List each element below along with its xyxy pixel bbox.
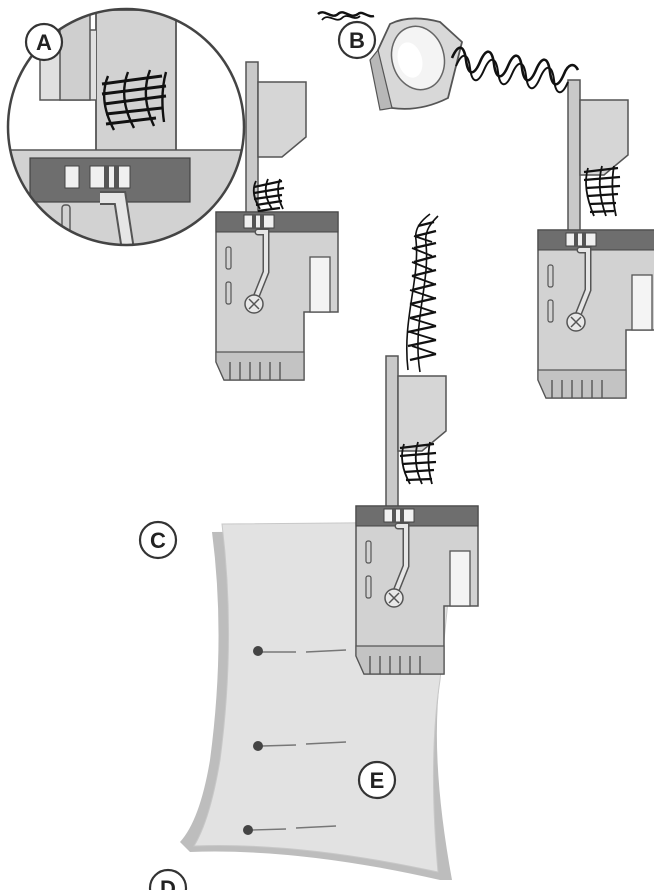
svg-text:A: A (36, 30, 52, 55)
presser-foot-icon (356, 356, 478, 674)
presser-foot-icon (216, 62, 338, 380)
pin-icon (243, 825, 337, 835)
svg-text:C: C (150, 528, 166, 553)
cord-wrap (583, 165, 621, 217)
label-d: D (148, 868, 188, 890)
cord-wrap (399, 441, 437, 485)
pin-icon (253, 646, 347, 656)
svg-text:E: E (370, 768, 385, 793)
svg-text:D: D (160, 876, 176, 890)
label-c: C (138, 520, 178, 560)
label-e: E (357, 760, 397, 800)
svg-text:B: B (349, 28, 365, 53)
presser-foot-icon (538, 80, 654, 398)
magnifier-circle-icon (6, 7, 246, 247)
cord-wrap (252, 178, 285, 213)
cord-guide-icon (317, 11, 580, 111)
label-a: A (24, 22, 64, 62)
pin-icon (253, 741, 347, 751)
cord (405, 213, 439, 373)
label-b: B (337, 20, 377, 60)
